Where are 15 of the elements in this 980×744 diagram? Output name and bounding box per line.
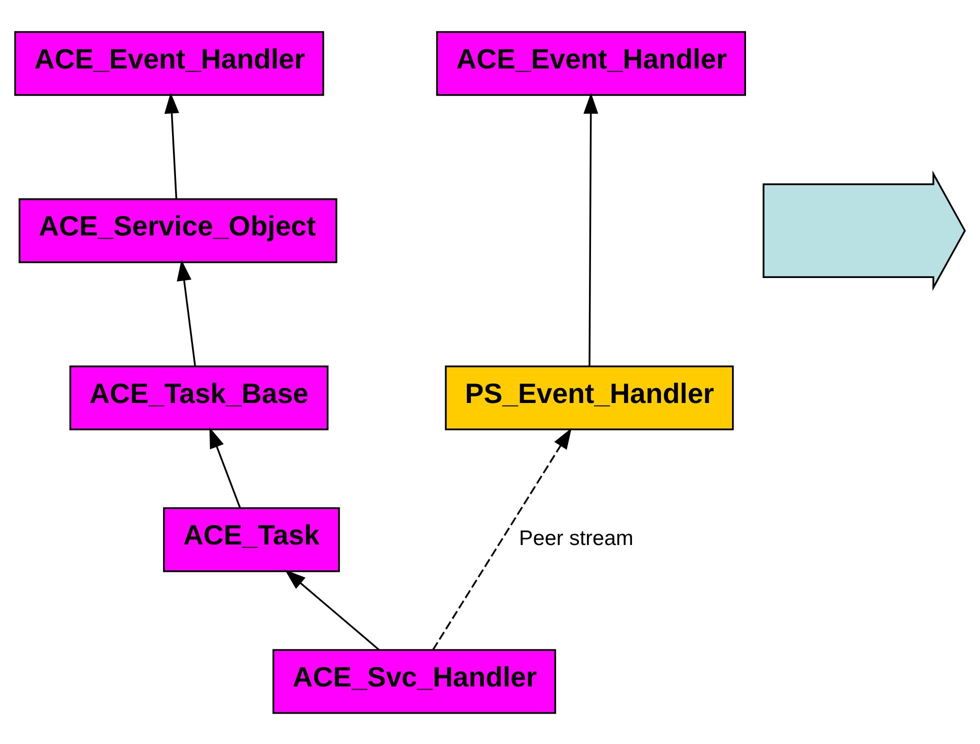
arrow: [176, 259, 196, 366]
node-box: ACE_Service_Object: [18, 198, 338, 263]
arrow: [284, 569, 380, 650]
arrow: [209, 426, 241, 508]
arrow: [432, 427, 572, 650]
arrow: [583, 92, 598, 366]
node-box: ACE_Task: [163, 506, 340, 572]
node-box: ACE_Event_Handler: [436, 30, 746, 96]
edge-label: Peer stream: [519, 526, 634, 550]
node-box: PS_Event_Handler: [444, 365, 734, 430]
node-arrow: [762, 170, 966, 290]
node-box: ACE_Task_Base: [69, 365, 328, 430]
arrow: [164, 92, 180, 198]
node-box: ACE_Svc_Handler: [272, 648, 556, 714]
node-box: ACE_Event_Handler: [14, 30, 324, 96]
